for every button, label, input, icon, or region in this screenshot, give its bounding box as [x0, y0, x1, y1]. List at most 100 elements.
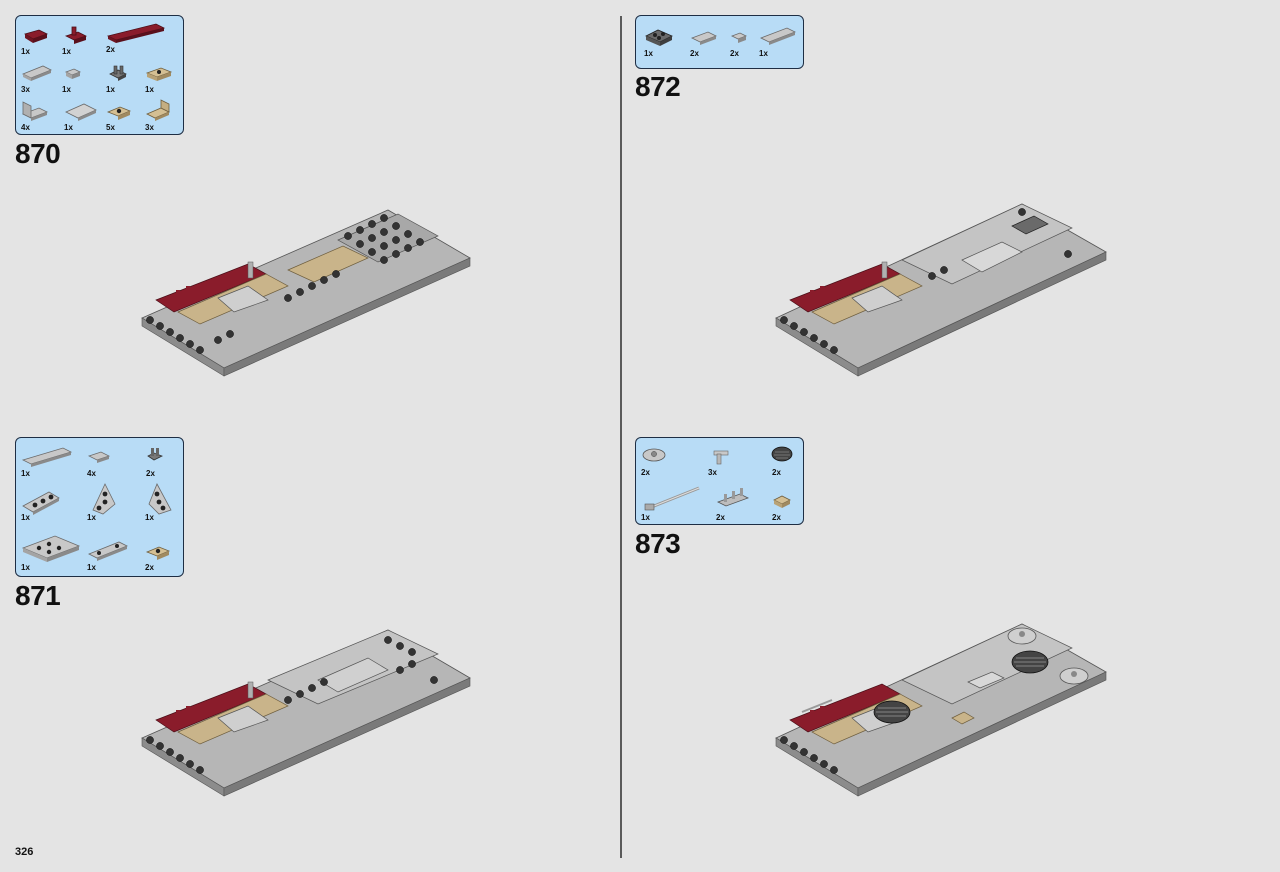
gray-tile-1x2-icon [87, 451, 111, 463]
part-qty: 1x [644, 49, 653, 58]
part: 1x [19, 20, 63, 56]
part-qty: 3x [708, 468, 717, 477]
part-qty: 2x [730, 49, 739, 58]
part-qty: 2x [690, 49, 699, 58]
part-qty: 1x [87, 563, 96, 572]
dark-gray-plate-2x2-icon [645, 29, 673, 46]
part: 2x [770, 441, 814, 477]
part-qty: 1x [87, 513, 96, 522]
gray-tile-1x3-icon [22, 65, 52, 81]
assembly-model-870 [141, 209, 471, 377]
gray-wedge-plate-icon [22, 491, 60, 515]
part-qty: 1x [62, 85, 71, 94]
part-qty: 2x [106, 45, 115, 54]
part-qty: 1x [145, 513, 154, 522]
part-qty: 3x [145, 123, 154, 132]
part-qty: 4x [87, 469, 96, 478]
step-number: 873 [635, 528, 681, 559]
part-qty: 2x [716, 513, 725, 522]
tan-tile-1x1-icon [773, 495, 791, 508]
part-qty: 1x [21, 47, 30, 56]
parts-callout-873: 2x 3x 2x 1x 2x 2x [635, 437, 804, 525]
part-qty: 1x [21, 513, 30, 522]
part: 1x [143, 58, 187, 94]
gray-round-dish-icon [642, 448, 666, 462]
step-872: 1x 2x 2x 1x 872 [620, 0, 1220, 420]
part: 4x [19, 96, 63, 132]
part-qty: 1x [21, 563, 30, 572]
dark-red-plate-1x2-icon [24, 29, 49, 43]
page-number: 326 [15, 846, 34, 858]
part-qty: 4x [21, 123, 30, 132]
parts-callout-870: 1x 1x 2x 3x 1x 1x 1x 4x [15, 15, 184, 135]
page-divider [620, 16, 622, 858]
gray-wedge-icon [65, 103, 97, 121]
part: 3x [143, 96, 187, 132]
part: 1x [639, 482, 705, 522]
parts-callout-871: 1x 4x 2x 1x 1x 1x 1x 1x [15, 437, 184, 577]
part-qty: 1x [64, 123, 73, 132]
part: 1x [60, 20, 104, 56]
part: 1x [143, 480, 187, 522]
step-number: 870 [15, 138, 61, 169]
part: 1x [19, 442, 85, 478]
assembly-model-872 [775, 203, 1107, 377]
step-number: 872 [635, 71, 681, 102]
part-qty: 2x [641, 468, 650, 477]
part-qty: 2x [146, 469, 155, 478]
part: 2x [104, 18, 170, 54]
part-qty: 1x [145, 85, 154, 94]
part: 1x [19, 530, 85, 572]
tan-jumper-plate-icon [106, 106, 132, 120]
tan-jumper-plate-icon [145, 546, 171, 560]
step-870: 1x 1x 2x 3x 1x 1x 1x 4x [0, 0, 600, 420]
tan-bracket-icon [146, 99, 170, 121]
part-qty: 1x [21, 469, 30, 478]
part-qty: 3x [21, 85, 30, 94]
tan-plate-1x2-icon [145, 67, 173, 81]
gray-bracket-icon [22, 101, 48, 121]
part: 5x [104, 96, 148, 132]
part: 4x [85, 442, 129, 478]
gray-wing-plate-left-icon [92, 483, 116, 515]
assembly-model-871 [141, 629, 471, 797]
part-qty: 2x [772, 513, 781, 522]
part: 1x [85, 480, 129, 522]
gray-bar-clip-icon [713, 450, 729, 465]
part: 1x [757, 22, 801, 58]
part: 1x [642, 22, 686, 58]
gray-tile-1x1-icon [731, 32, 747, 43]
part: 2x [688, 22, 732, 58]
part: 2x [770, 484, 814, 522]
part-qty: 2x [145, 563, 154, 572]
part-qty: 1x [641, 513, 650, 522]
parts-callout-872: 1x 2x 2x 1x [635, 15, 804, 69]
gray-plate-1x4-icon [88, 541, 128, 561]
part-qty: 1x [62, 47, 71, 56]
gray-bar-antenna-icon [644, 486, 700, 511]
part-qty: 1x [106, 85, 115, 94]
gray-wing-plate-right-icon [148, 483, 172, 515]
part: 2x [714, 484, 758, 522]
part: 2x [144, 442, 188, 478]
step-873: 2x 3x 2x 1x 2x 2x 873 [620, 420, 1220, 840]
assembly-model-873 [775, 623, 1107, 797]
dark-gray-clip-icon [109, 65, 127, 81]
part: 1x [60, 58, 104, 94]
dark-red-tile-1x6-icon [106, 23, 166, 43]
gray-tile-1x2-icon [691, 31, 717, 45]
gray-tile-1x1-icon [65, 68, 81, 79]
step-871: 1x 4x 2x 1x 1x 1x 1x 1x [0, 420, 600, 840]
part: 1x [62, 96, 106, 132]
dark-gray-grille-round-icon [771, 446, 793, 462]
step-number: 871 [15, 580, 61, 611]
part: 3x [706, 441, 750, 477]
part: 1x [104, 58, 148, 94]
part: 2x [728, 22, 772, 58]
gray-plate-4x6-icon [21, 535, 81, 562]
dark-gray-clip-icon [147, 448, 163, 461]
gray-clip-rail-icon [716, 488, 750, 507]
part-qty: 1x [759, 49, 768, 58]
part: 3x [19, 58, 63, 94]
gray-tile-1x6-icon [21, 447, 73, 467]
